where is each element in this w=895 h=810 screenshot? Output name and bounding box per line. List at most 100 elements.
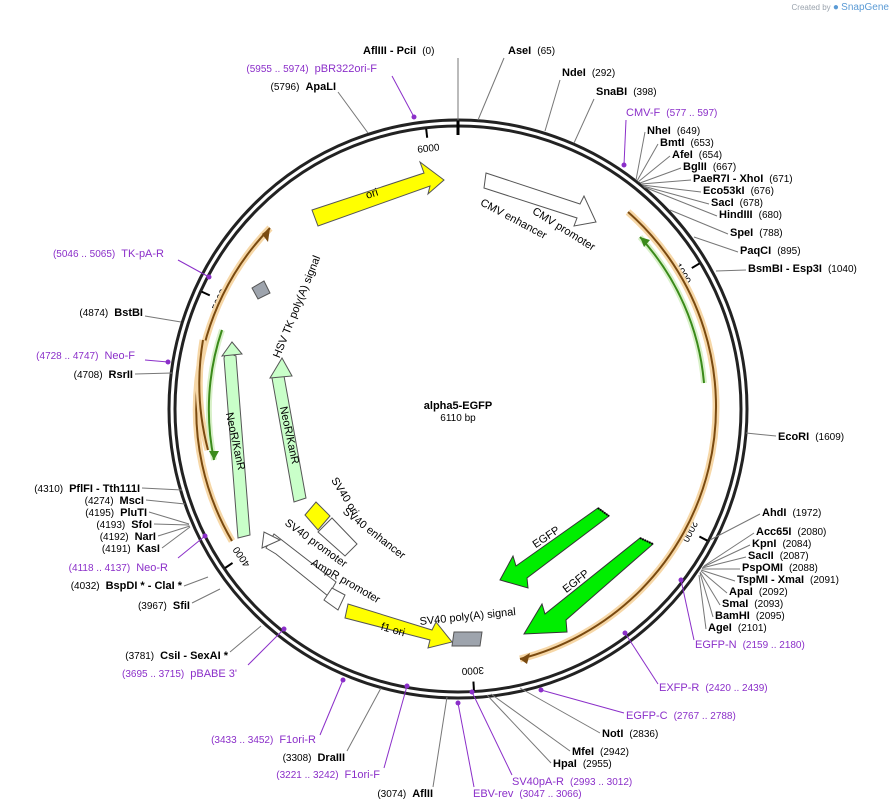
enzyme-position: (292)	[592, 68, 615, 79]
enzyme-label[interactable]: (4708)RsrII	[74, 369, 133, 381]
primer-label[interactable]: (4118 .. 4137)Neo-R	[69, 562, 168, 574]
enzyme-label[interactable]: (3781)CsiI - SexAI *	[125, 650, 228, 662]
enzyme-label[interactable]: NotI(2836)	[602, 728, 658, 740]
primer-site-marker	[206, 274, 212, 280]
plasmid-length: 6110 bp	[440, 413, 476, 424]
enzyme-leader-29	[432, 696, 448, 788]
enzyme-position: (1609)	[815, 432, 844, 443]
primer-label[interactable]: CMV-F(577 .. 597)	[626, 107, 717, 119]
enzyme-position: (2084)	[782, 539, 811, 550]
credit-brand: SnapGene	[841, 2, 889, 13]
enzyme-leader-5	[636, 143, 659, 182]
primer-site-marker	[455, 700, 461, 706]
primer-label[interactable]: (4728 .. 4747)Neo-F	[36, 350, 135, 362]
enzyme-label[interactable]: SnaBI(398)	[596, 86, 657, 98]
enzyme-label[interactable]: (4274)MscI	[85, 495, 144, 507]
enzyme-label[interactable]: (4032)BspDI * - ClaI *	[71, 580, 183, 592]
primer-label[interactable]: (3695 .. 3715)pBABE 3'	[122, 668, 237, 680]
primer-label[interactable]: EGFP-N(2159 .. 2180)	[695, 639, 805, 651]
enzyme-name: AgeI	[708, 622, 732, 634]
primer-label[interactable]: (3221 .. 3242)F1ori-F	[276, 769, 380, 781]
sv40-polya-box[interactable]	[451, 631, 483, 647]
f1-ori-arrow[interactable]	[344, 603, 453, 649]
enzyme-label[interactable]: (4193)SfoI	[96, 519, 152, 531]
enzyme-label[interactable]: (4191)KasI	[102, 543, 160, 555]
enzyme-label[interactable]: (3967)SfiI	[138, 600, 190, 612]
enzyme-label[interactable]: Eco53kI(676)	[703, 185, 774, 197]
enzyme-leader-23	[699, 571, 721, 606]
cmv-promoter-arrow[interactable]	[483, 172, 597, 227]
neor-kanr-outer-label: NeoR/KanR	[223, 411, 247, 471]
primer-position: (2993 .. 3012)	[570, 777, 632, 788]
primer-label[interactable]: (5955 .. 5974)pBR322ori-F	[246, 63, 377, 75]
enzyme-label[interactable]: (4310)PflFI - Tth111I	[34, 483, 140, 495]
enzyme-label[interactable]: (3074)AflII	[377, 788, 433, 800]
hsv-tk-polya-box[interactable]	[251, 280, 271, 300]
enzyme-position: (5796)	[271, 82, 300, 93]
enzyme-label[interactable]: SacI(678)	[711, 197, 763, 209]
primer-label[interactable]: EGFP-C(2767 .. 2788)	[626, 710, 736, 722]
enzyme-label[interactable]: EcoRI(1609)	[778, 431, 844, 443]
enzyme-label[interactable]: (4195)PluTI	[85, 507, 147, 519]
egfp-inner-arrow[interactable]	[499, 507, 610, 589]
enzyme-position: (2942)	[600, 747, 629, 758]
enzyme-leader-41	[144, 315, 182, 323]
primer-label[interactable]: EBV-rev(3047 .. 3066)	[473, 788, 582, 800]
primer-leader-0	[391, 75, 415, 118]
primer-label[interactable]: EXFP-R(2420 .. 2439)	[659, 682, 768, 694]
neor-kanr-outer-arrow[interactable]	[223, 351, 251, 539]
enzyme-name: BamHI	[715, 610, 750, 622]
enzyme-label[interactable]: (4874)BstBI	[79, 307, 143, 319]
enzyme-leader-21	[700, 569, 736, 582]
enzyme-label[interactable]: AflIII - PciI(0)	[363, 45, 434, 57]
enzyme-name: AflIII - PciI	[363, 45, 416, 57]
enzyme-label[interactable]: SpeI(788)	[730, 227, 783, 239]
enzyme-label[interactable]: AhdI(1972)	[762, 507, 821, 519]
primer-site-marker	[678, 577, 684, 583]
enzyme-label[interactable]: BamHI(2095)	[715, 610, 785, 622]
enzyme-label[interactable]: SacII(2087)	[748, 550, 809, 562]
primer-position: (3695 .. 3715)	[122, 669, 184, 680]
enzyme-label[interactable]: (5796)ApaLI	[271, 81, 336, 93]
enzyme-label[interactable]: Acc65I(2080)	[756, 526, 826, 538]
enzyme-label[interactable]: HpaI(2955)	[553, 758, 612, 770]
sv40-ori-box[interactable]	[304, 501, 331, 531]
primer-label[interactable]: (3433 .. 3452)F1ori-R	[211, 734, 316, 746]
enzyme-label[interactable]: BglII(667)	[683, 161, 736, 173]
enzyme-label[interactable]: AfeI(654)	[672, 149, 722, 161]
enzyme-label[interactable]: MfeI(2942)	[572, 746, 629, 758]
enzyme-label[interactable]: KpnI(2084)	[752, 538, 811, 550]
primer-label[interactable]: (5046 .. 5065)TK-pA-R	[53, 248, 164, 260]
egfp-outer-arrow[interactable]	[523, 537, 654, 635]
enzyme-label[interactable]: NheI(649)	[647, 125, 700, 137]
primer-site-marker	[281, 626, 287, 632]
ori-feature-arrow[interactable]	[311, 160, 445, 227]
enzyme-label[interactable]: PspOMI(2088)	[742, 562, 818, 574]
primer-position: (5955 .. 5974)	[246, 64, 308, 75]
enzyme-name: ApaI	[729, 586, 753, 598]
enzyme-label[interactable]: SmaI(2093)	[722, 598, 783, 610]
enzyme-name: SnaBI	[596, 86, 627, 98]
enzyme-label[interactable]: ApaI(2092)	[729, 586, 788, 598]
enzyme-label[interactable]: BsmBI - Esp3I(1040)	[748, 263, 857, 275]
enzyme-label[interactable]: NdeI (292)	[562, 67, 615, 79]
enzyme-label[interactable]: HindIII(680)	[719, 209, 782, 221]
enzyme-label[interactable]: (4192)NarI	[100, 531, 156, 543]
enzyme-position: (671)	[769, 174, 792, 185]
sv40-polya-label: SV40 poly(A) signal	[419, 606, 516, 628]
enzyme-label[interactable]: AgeI(2101)	[708, 622, 767, 634]
primer-label[interactable]: SV40pA-R(2993 .. 3012)	[512, 776, 632, 788]
enzyme-leader-42	[337, 91, 369, 134]
sv40-enhancer-box[interactable]	[317, 517, 358, 557]
enzyme-name: NdeI	[562, 67, 586, 79]
enzyme-label[interactable]: (3308)DraIII	[283, 752, 345, 764]
enzyme-label[interactable]: AseI(65)	[508, 45, 555, 57]
enzyme-label[interactable]: TspMI - XmaI(2091)	[737, 574, 839, 586]
ampr-promoter-arrow[interactable]	[323, 587, 346, 611]
enzyme-label[interactable]: PaeR7I - XhoI(671)	[693, 173, 793, 185]
enzyme-name: BsmBI - Esp3I	[748, 263, 822, 275]
enzyme-position: (3308)	[283, 753, 312, 764]
enzyme-label[interactable]: PaqCI(895)	[740, 245, 801, 257]
enzyme-leader-25	[698, 574, 707, 630]
enzyme-label[interactable]: BmtI(653)	[660, 137, 714, 149]
